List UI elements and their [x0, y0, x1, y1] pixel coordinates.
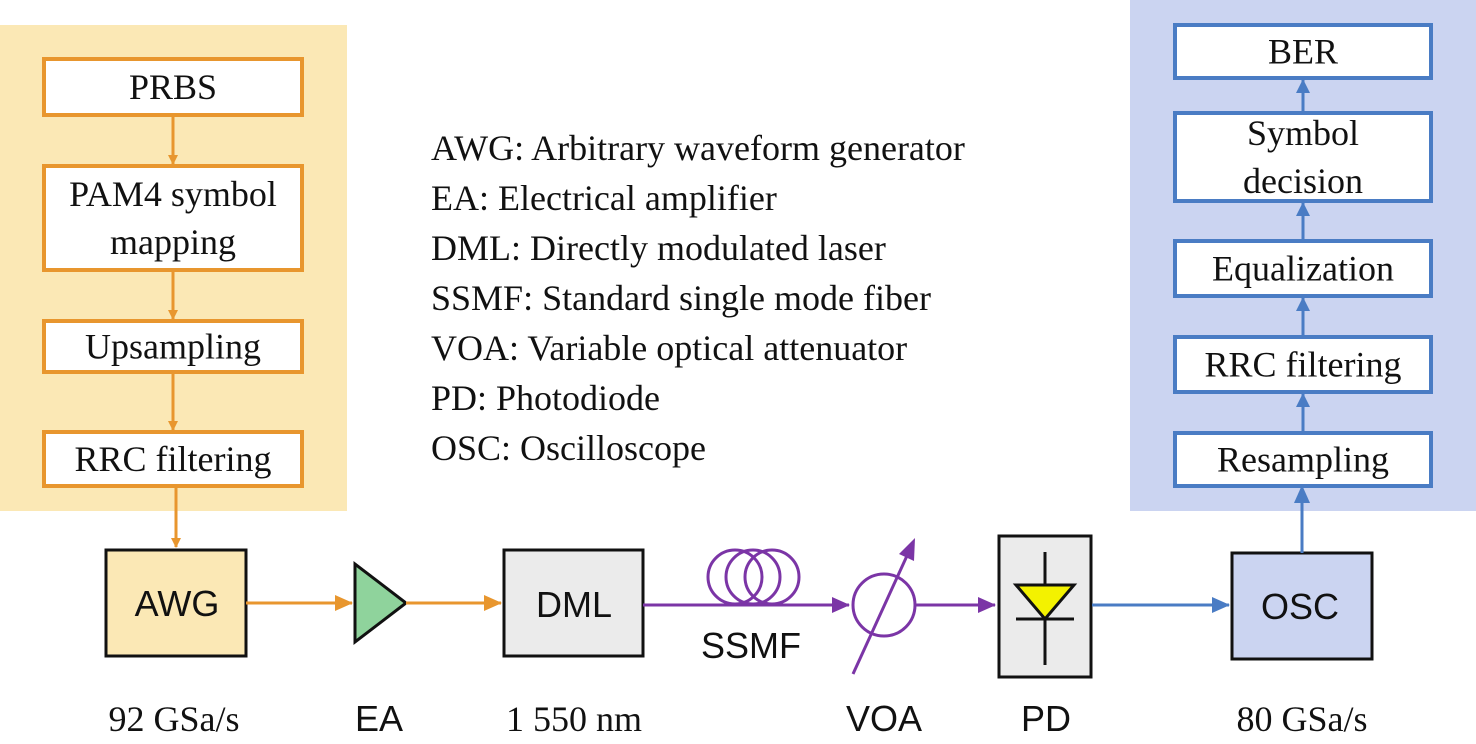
rx-block-label: BER [1268, 32, 1338, 72]
awg-rate-label: 92 GSa/s [108, 699, 239, 739]
rx-block-label: Equalization [1212, 249, 1394, 289]
tx-block [42, 57, 304, 117]
osc-rate-label: 80 GSa/s [1236, 699, 1367, 739]
ssmf-coil-icon [706, 548, 801, 606]
rx-block-label: Symbol [1247, 113, 1359, 153]
awg-label: AWG [135, 583, 220, 624]
dml-wavelength-label: 1 550 nm [506, 699, 642, 739]
voa-attenuator-icon [851, 538, 917, 675]
osc-label: OSC [1261, 586, 1339, 627]
legend-entry: DML: Directly modulated laser [431, 228, 886, 268]
tx-block-label: Upsampling [85, 327, 261, 367]
rx-block [1173, 23, 1433, 80]
legend-entry: VOA: Variable optical attenuator [431, 328, 907, 368]
pd-bottom-label: PD [1021, 698, 1071, 739]
tx-block-label: RRC filtering [75, 439, 272, 479]
tx-block [42, 164, 304, 272]
rx-block [1173, 111, 1433, 203]
rx-block-label: decision [1243, 161, 1363, 201]
rx-block-label: RRC filtering [1205, 345, 1402, 385]
osc-device: OSC [1230, 551, 1374, 661]
ssmf-label: SSMF [701, 625, 801, 666]
dml-label: DML [536, 584, 612, 625]
rx-block-label: Resampling [1217, 440, 1389, 480]
tx-block-label: mapping [110, 222, 236, 262]
tx-block-label: PAM4 symbol [69, 174, 277, 214]
dml-device: DML [502, 548, 645, 658]
tx-block-label: PRBS [129, 67, 217, 107]
legend-entry: PD: Photodiode [431, 378, 660, 418]
tx-block [42, 430, 304, 488]
awg-device: AWG [104, 548, 248, 658]
legend-entry: OSC: Oscilloscope [431, 428, 706, 468]
photodiode-icon [1012, 583, 1078, 622]
voa-bottom-label: VOA [846, 698, 922, 739]
legend-entry: AWG: Arbitrary waveform generator [431, 128, 965, 168]
rx-block [1173, 239, 1433, 298]
ea-bottom-label: EA [355, 698, 403, 739]
ea-amplifier-icon [353, 560, 409, 646]
legend-entry: SSMF: Standard single mode fiber [431, 278, 931, 318]
legend-entry: EA: Electrical amplifier [431, 178, 777, 218]
pd-photodiode [997, 534, 1093, 679]
